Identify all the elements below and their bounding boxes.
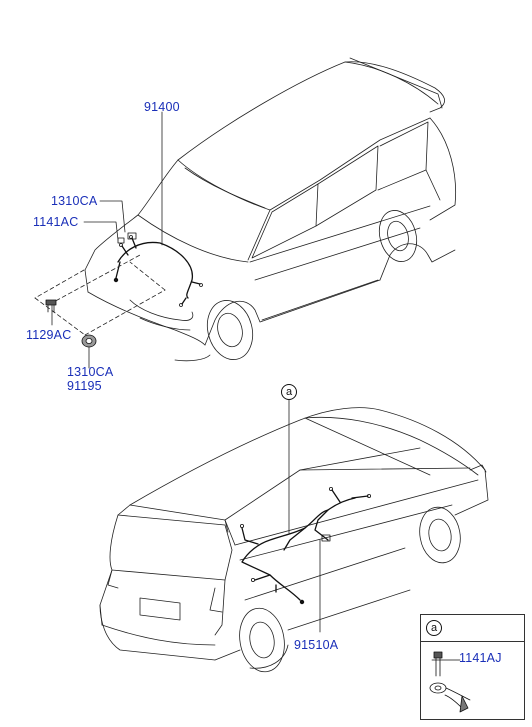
detail-box-header: a xyxy=(421,615,524,642)
rear-leader-lines xyxy=(288,399,321,633)
rear-connectors xyxy=(239,486,371,605)
grommet-1310ca xyxy=(81,334,97,348)
detail-clip-drawing xyxy=(429,651,471,713)
label-91400: 91400 xyxy=(144,100,180,114)
label-91510a: 91510A xyxy=(294,638,339,652)
front-harness-wire xyxy=(115,237,201,305)
rear-vehicle-outline xyxy=(99,407,489,673)
label-91195: 91195 xyxy=(67,379,102,393)
label-1141ac: 1141AC xyxy=(33,215,79,229)
label-1141aj: 1141AJ xyxy=(459,651,502,665)
front-vehicle-outline xyxy=(84,57,456,362)
front-connectors xyxy=(113,232,203,307)
callout-a-rear: a xyxy=(281,384,297,400)
detail-box: a xyxy=(420,614,525,720)
callout-a-detail: a xyxy=(426,620,442,636)
front-dashed-region xyxy=(34,254,166,336)
label-1129ac: 1129AC xyxy=(26,328,72,342)
label-1310ca-front: 1310CA xyxy=(51,194,98,208)
rear-harness-wire xyxy=(241,489,369,601)
label-1310ca-grommet: 1310CA xyxy=(67,365,114,379)
screw-1129ac xyxy=(45,299,57,313)
